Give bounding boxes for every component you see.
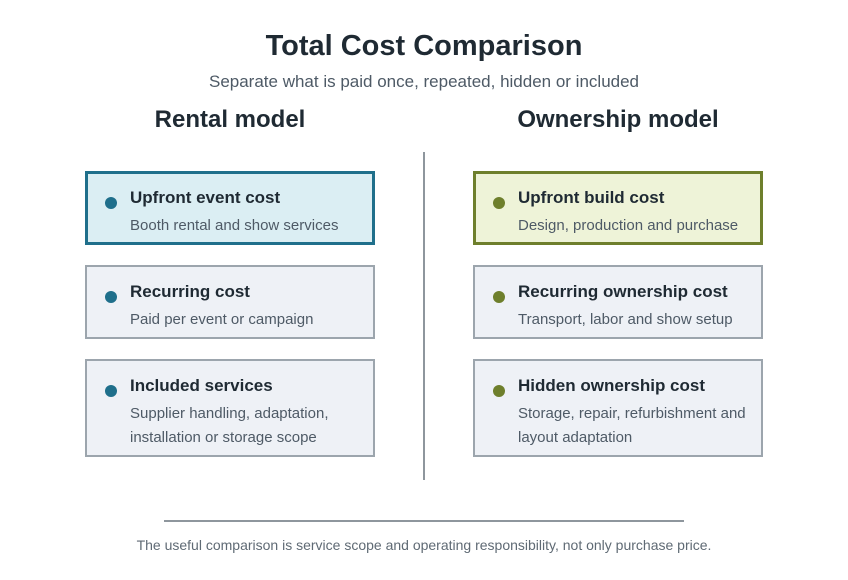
rental-card-included: Included services Supplier handling, ada… <box>85 359 375 457</box>
footnote: The useful comparison is service scope a… <box>136 537 712 553</box>
card-title: Upfront event cost <box>130 188 281 207</box>
card-description: Supplier handling, adaptation, installat… <box>130 405 329 446</box>
rental-heading: Rental model <box>154 106 306 133</box>
card-title: Recurring ownership cost <box>518 282 728 301</box>
card-description: Paid per event or campaign <box>130 311 314 328</box>
footer-divider <box>164 520 684 522</box>
bullet-dot-icon <box>105 385 117 397</box>
bullet-dot-icon <box>493 385 505 397</box>
center-divider <box>423 152 425 480</box>
page-subtitle: Separate what is paid once, repeated, hi… <box>208 72 640 91</box>
card-title: Hidden ownership cost <box>518 376 706 395</box>
card-description: Booth rental and show services <box>130 217 339 234</box>
card-description: Transport, labor and show setup <box>518 311 733 328</box>
card-description: Storage, repair, refurbishment and layou… <box>518 405 746 446</box>
rental-card-upfront: Upfront event cost Booth rental and show… <box>85 171 375 245</box>
bullet-dot-icon <box>105 197 117 209</box>
card-title: Included services <box>130 376 273 395</box>
bullet-dot-icon <box>493 291 505 303</box>
ownership-card-recurring: Recurring ownership cost Transport, labo… <box>473 265 763 339</box>
ownership-heading: Ownership model <box>517 106 719 133</box>
card-description: Design, production and purchase <box>518 217 739 234</box>
rental-card-recurring: Recurring cost Paid per event or campaig… <box>85 265 375 339</box>
ownership-card-hidden: Hidden ownership cost Storage, repair, r… <box>473 359 763 457</box>
bullet-dot-icon <box>105 291 117 303</box>
card-title: Upfront build cost <box>518 188 665 207</box>
card-title: Recurring cost <box>130 282 250 301</box>
bullet-dot-icon <box>493 197 505 209</box>
ownership-card-upfront: Upfront build cost Design, production an… <box>473 171 763 245</box>
page-title: Total Cost Comparison <box>265 30 583 62</box>
